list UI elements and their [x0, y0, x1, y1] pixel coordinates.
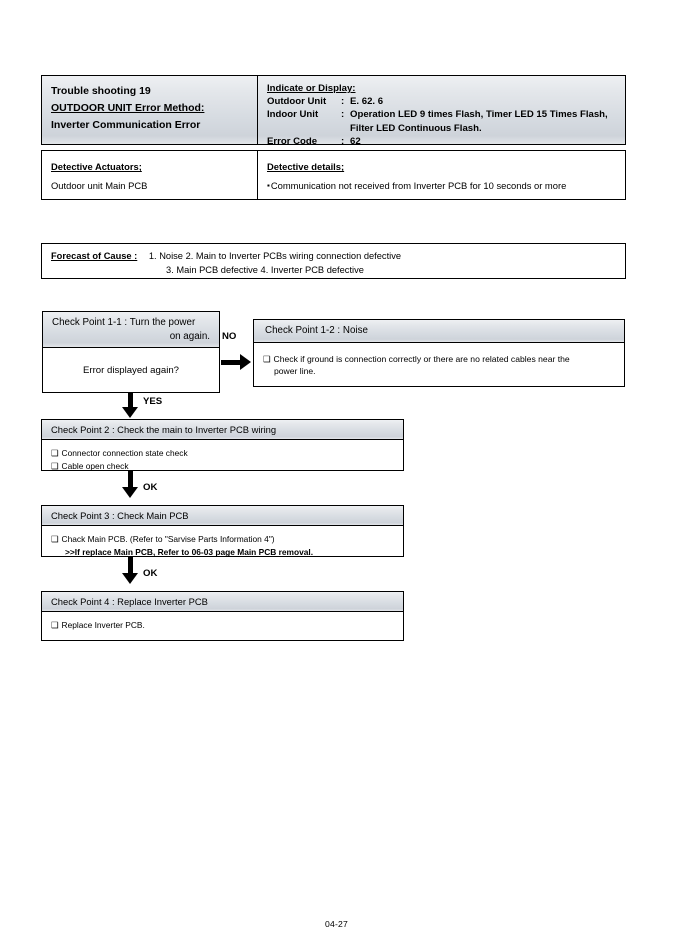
forecast-inner: Forecast of Cause : 1. Noise 2. Main to … — [42, 244, 625, 277]
connector-ok-2-line — [128, 557, 133, 576]
indoor-unit-value-continued: Filter LED Continuous Flash. — [350, 122, 482, 134]
check-point-2-item-2: Cable open check — [51, 460, 395, 473]
detective-table: Detective Actuators; Outdoor unit Main P… — [41, 150, 626, 200]
check-point-1-2-header: Check Point 1-2 : Noise — [254, 320, 624, 343]
forecast-of-cause-box: Forecast of Cause : 1. Noise 2. Main to … — [41, 243, 626, 279]
check-point-4-box: Check Point 4 : Replace Inverter PCB Rep… — [41, 591, 404, 641]
connector-yes-label: YES — [143, 396, 163, 407]
connector-no-label: NO — [222, 331, 237, 342]
error-code-value: 62 — [350, 135, 361, 147]
outdoor-unit-label: Outdoor Unit — [267, 96, 327, 108]
check-point-2-header: Check Point 2 : Check the main to Invert… — [42, 420, 403, 440]
check-point-1-2-header-label: Check Point 1-2 : Noise — [265, 325, 368, 336]
indoor-unit-value: Operation LED 9 times Flash, Timer LED 1… — [350, 109, 608, 121]
connector-ok-1-line — [128, 471, 133, 490]
detective-details-cell: Detective details; Communication not rec… — [258, 151, 625, 199]
outdoor-unit-separator: : — [341, 96, 345, 108]
check-point-3-header-label: Check Point 3 : Check Main PCB — [51, 510, 189, 521]
check-point-3-header: Check Point 3 : Check Main PCB — [42, 506, 403, 526]
check-point-4-body: Replace Inverter PCB. — [42, 612, 403, 632]
outdoor-unit-row: Outdoor Unit : E. 62. 6 — [267, 95, 625, 108]
check-point-1-2-box: Check Point 1-2 : Noise Check if ground … — [253, 319, 625, 387]
check-point-2-header-label: Check Point 2 : Check the main to Invert… — [51, 424, 277, 435]
check-point-1-1-box: Check Point 1-1 : Turn the power on agai… — [42, 311, 220, 393]
indoor-unit-separator: : — [341, 109, 345, 121]
forecast-causes-line2: 3. Main PCB defective 4. Inverter PCB de… — [166, 264, 364, 275]
connector-ok-2-label: OK — [143, 568, 158, 579]
detective-details-value: Communication not received from Inverter… — [267, 176, 625, 195]
error-code-label: Error Code — [267, 135, 318, 147]
check-point-3-item-1: Chack Main PCB. (Refer to "Sarvise Parts… — [51, 533, 395, 546]
check-point-3-box: Check Point 3 : Check Main PCB Chack Mai… — [41, 505, 404, 557]
trouble-shooting-header-table: Trouble shooting 19 OUTDOOR UNIT Error M… — [41, 75, 626, 147]
connector-ok-1-arrowhead — [122, 487, 138, 498]
indicate-or-display-title: Indicate or Display: — [267, 83, 356, 94]
error-method-title: OUTDOOR UNIT Error Method: — [51, 102, 205, 114]
forecast-causes-line1: 1. Noise 2. Main to Inverter PCBs wiring… — [148, 251, 402, 261]
check-point-2-item-1: Connector connection state check — [51, 447, 395, 460]
connector-ok-2-arrowhead — [122, 573, 138, 584]
forecast-label: Forecast of Cause : — [51, 251, 138, 261]
page-number: 04-27 — [325, 919, 348, 929]
connector-yes-arrowhead — [122, 407, 138, 418]
connector-no-line — [221, 360, 243, 365]
connector-yes-line — [128, 393, 133, 411]
check-point-4-header: Check Point 4 : Replace Inverter PCB — [42, 592, 403, 612]
error-code-separator: : — [341, 135, 345, 147]
check-point-1-1-question: Error displayed again? — [83, 365, 179, 376]
check-point-1-1-header-line2: on again. — [169, 331, 210, 342]
detective-details-title: Detective details; — [267, 161, 345, 172]
check-point-2-body: Connector connection state check Cable o… — [42, 440, 403, 473]
header-table-column-divider — [257, 76, 258, 144]
trouble-shooting-number: Trouble shooting 19 — [51, 85, 151, 97]
forecast-first-row: Forecast of Cause : 1. Noise 2. Main to … — [51, 250, 625, 264]
check-point-1-2-item-line2: power line. — [274, 366, 316, 376]
connector-no-arrowhead — [240, 354, 251, 370]
header-table-fill — [42, 76, 625, 144]
error-name: Inverter Communication Error — [51, 119, 201, 131]
check-point-1-1-header: Check Point 1-1 : Turn the power on agai… — [43, 312, 219, 348]
check-point-3-body: Chack Main PCB. (Refer to "Sarvise Parts… — [42, 526, 403, 559]
check-point-3-reference-note: >>If replace Main PCB, Refer to 06-03 pa… — [65, 547, 314, 557]
header-right-cell: Indicate or Display: Outdoor Unit : E. 6… — [258, 76, 625, 147]
detective-actuators-title: Detective Actuators; — [51, 161, 142, 172]
detective-table-column-divider — [257, 151, 258, 199]
check-point-4-header-label: Check Point 4 : Replace Inverter PCB — [51, 596, 208, 607]
check-point-4-item-1: Replace Inverter PCB. — [51, 619, 395, 632]
detective-actuators-cell: Detective Actuators; Outdoor unit Main P… — [42, 151, 257, 199]
detective-actuators-value: Outdoor unit Main PCB — [51, 180, 148, 191]
check-point-1-2-body: Check if ground is connection correctly … — [254, 344, 624, 386]
outdoor-unit-value: E. 62. 6 — [350, 96, 384, 108]
check-point-2-box: Check Point 2 : Check the main to Invert… — [41, 419, 404, 471]
check-point-1-1-header-line1: Check Point 1-1 : Turn the power — [52, 317, 196, 328]
check-point-1-2-item-line1: Check if ground is connection correctly … — [263, 353, 614, 365]
indoor-unit-row: Indoor Unit : Operation LED 9 times Flas… — [267, 108, 625, 121]
indoor-unit-label: Indoor Unit — [267, 109, 319, 121]
error-code-row: Error Code : 62 — [267, 135, 625, 148]
check-point-1-1-body: Error displayed again? — [43, 349, 219, 392]
connector-ok-1-label: OK — [143, 482, 158, 493]
header-left-cell: Trouble shooting 19 OUTDOOR UNIT Error M… — [42, 76, 257, 144]
